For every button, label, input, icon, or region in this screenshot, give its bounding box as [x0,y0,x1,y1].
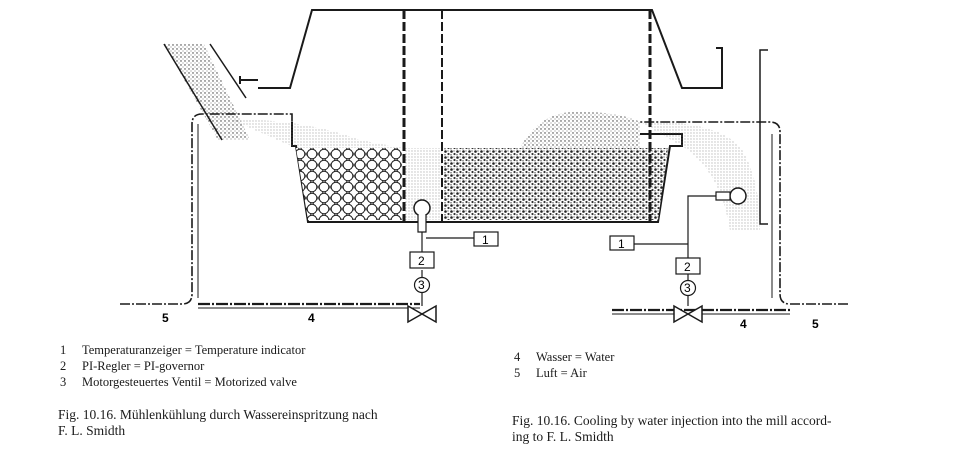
valve-motor-right-label: 3 [684,281,691,295]
material-inflow [232,119,402,148]
feed-chute-wall-left [163,43,223,141]
hood-flange-right [704,47,723,89]
label-water-right: 4 [740,317,747,330]
label-air-left: 5 [162,311,169,325]
label-air-right: 5 [812,317,819,330]
caption-german: Fig. 10.16. Mühlenkühlung durch Wasserei… [58,407,378,439]
box-1-right-label: 1 [618,237,625,251]
nozzle-left-stem [417,214,427,233]
box-2-right [675,257,701,275]
valve-motor-left [413,276,431,294]
legend-text: Temperaturanzeiger = Temperature indicat… [82,343,306,357]
legend-number: 2 [60,359,67,373]
feed-chute-wall-right [209,43,247,99]
box-2-right-label: 2 [684,260,691,274]
legend-item: 1 Temperaturanzeiger = Temperature indica… [60,342,305,358]
caption-english: Fig. 10.16. Cooling by water injection i… [512,413,831,445]
valve-left [407,304,437,324]
legend-number: 1 [60,343,67,357]
air-duct-right [640,121,848,305]
legend-item: 5 Luft = Air [514,365,614,381]
legend-text: Motorgesteuertes Ventil = Motorized valv… [82,375,297,389]
pipe-right-vertical [687,195,716,258]
legend-left: 1 Temperaturanzeiger = Temperature indica… [60,342,305,390]
valve-motor-right [679,279,697,297]
legend-number: 3 [60,375,67,389]
caption-german-line1: Fig. 10.16. Mühlenkühlung durch Wasserei… [58,407,378,422]
caption-english-line1: Fig. 10.16. Cooling by water injection i… [512,413,832,428]
caption-german-line2: F. L. Smidth [58,423,126,438]
legend-number: 5 [514,366,521,380]
legend-text: Wasser = Water [536,350,615,364]
material-heap [520,111,640,148]
hood-flange-left [239,76,258,84]
mill-hood [258,9,704,89]
valve-right [673,304,703,324]
outlet-bracket [759,49,768,225]
legend-text: PI-Regler = PI-governor [82,359,205,373]
caption-english-line2: ing to F. L. Smidth [512,429,614,444]
material-outflow [640,121,760,230]
legend-item: 2 PI-Regler = PI-governor [60,358,305,374]
air-duct-left [120,113,293,305]
legend-number: 4 [514,350,521,364]
feed-chute-material [164,44,250,140]
legend-text: Luft = Air [536,366,587,380]
nozzle-right-stem [715,191,731,201]
mill-cooling-diagram: 1 2 3 1 2 3 5 4 4 5 [120,9,848,330]
box-1-left-label: 1 [482,233,489,247]
nozzle-left [413,199,431,217]
nozzle-right [729,187,747,205]
box-2-left [409,251,435,269]
grinding-media-balls [296,148,402,220]
box-2-left-label: 2 [418,254,425,268]
legend-right: 4 Wasser = Water 5 Luft = Air [514,349,614,381]
box-1-right [609,235,635,251]
legend-item: 4 Wasser = Water [514,349,614,365]
valve-motor-left-label: 3 [418,278,425,292]
grinding-media-grit [444,148,668,220]
legend-item: 3 Motorgesteuertes Ventil = Motorized val… [60,374,305,390]
label-water-left: 4 [308,311,315,325]
box-1-left [473,231,499,247]
